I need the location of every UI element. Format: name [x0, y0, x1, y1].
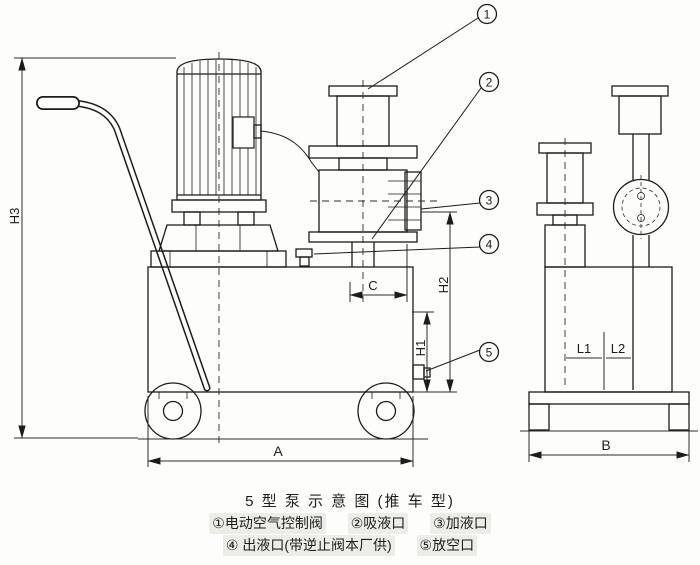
- legend-row-2: ④ 出液口(带逆止阀本厂供) ⑤放空口: [0, 535, 700, 556]
- motor-cable: [260, 130, 320, 173]
- callout-3-leader: [420, 202, 481, 210]
- side-tank: [544, 266, 673, 393]
- drawing-svg: H3 A C H1 H2 B L1 L2 1 2 3: [7, 3, 698, 467]
- cart-tank: [147, 266, 414, 393]
- caption-block: 5 型 泵 示 意 图 (推 车 型) ①电动空气控制阀 ②吸液口 ③加液口 ④…: [0, 492, 700, 556]
- cart-handle: [36, 96, 211, 392]
- callout-2-leader: [371, 87, 482, 240]
- dim-label-l1: L1: [577, 341, 591, 356]
- legend-item-3: ③加液口: [430, 513, 491, 534]
- caption-title: 5 型 泵 示 意 图 (推 车 型): [245, 493, 455, 510]
- callout-1-number: 1: [484, 8, 491, 22]
- dim-label-c: C: [368, 278, 377, 293]
- callout-4-number: 4: [486, 238, 493, 252]
- callout-4-circle: [478, 233, 500, 255]
- callout-2-number: 2: [486, 76, 493, 90]
- callout-3-circle: [478, 189, 500, 211]
- callout-3-number: 3: [486, 194, 493, 208]
- motor-junction-box: [232, 116, 255, 149]
- legend-item-1: ①电动空气控制阀: [209, 513, 326, 534]
- dim-label-l2: L2: [611, 341, 625, 356]
- callout-4-leader: [313, 246, 481, 255]
- side-base: [520, 391, 698, 432]
- callout-5-leader: [425, 349, 481, 372]
- left-view-cart: [36, 52, 428, 443]
- legend-row-1: ①电动空气控制阀 ②吸液口 ③加液口: [0, 513, 700, 534]
- callout-1-circle: [476, 3, 498, 25]
- dim-label-h1: H1: [413, 340, 428, 357]
- dim-label-b: B: [601, 437, 610, 453]
- dim-label-h3: H3: [7, 208, 22, 225]
- outlet-fitting: [295, 248, 313, 258]
- middle-pump-unit: [295, 80, 442, 380]
- electric-motor: [176, 58, 320, 201]
- legend-item-5: ⑤放空口: [416, 535, 478, 556]
- callout-1-leader: [367, 17, 479, 90]
- callouts: 1 2 3 4 5: [313, 3, 500, 372]
- dimension-annotations: H3 A C H1 H2 B L1 L2: [7, 57, 690, 467]
- legend-item-2: ②吸液口: [347, 513, 409, 534]
- side-view: [520, 85, 698, 432]
- callout-2-circle: [478, 71, 500, 93]
- callout-5-number: 5: [486, 346, 493, 360]
- callout-5-circle: [478, 341, 500, 363]
- dim-label-h2: H2: [436, 277, 451, 294]
- legend-item-4: ④ 出液口(带逆止阀本厂供): [222, 535, 395, 556]
- pump-pedestal: [150, 199, 287, 268]
- side-motor-column: [611, 85, 670, 390]
- dim-label-a: A: [273, 443, 283, 459]
- suction-pipe: [351, 242, 375, 267]
